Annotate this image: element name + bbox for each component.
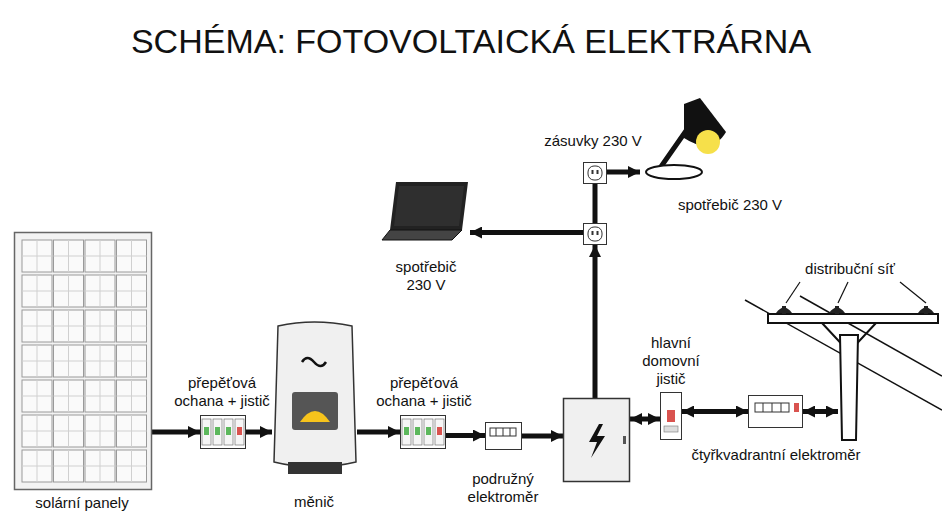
power-connector — [630, 417, 660, 422]
distribution-board — [563, 398, 630, 482]
power-connector — [607, 170, 640, 175]
component-label: podružný elektroměr — [457, 470, 549, 506]
component-label: čtyřkvadrantní elektroměr — [681, 446, 871, 464]
power-connector — [803, 409, 838, 414]
four-quadrant-meter-icon — [748, 395, 803, 428]
insulators — [776, 306, 934, 314]
surge-protection-breaker: přepěťová ochana + jistič — [400, 415, 446, 449]
solar-panel: solární panely — [14, 232, 152, 490]
component-label: hlavní domovní jistič — [633, 334, 709, 388]
sub-meter-icon — [485, 422, 522, 450]
four-quadrant-meter: čtyřkvadrantní elektroměr — [748, 395, 803, 428]
utility-pole: distribuční síť — [838, 335, 860, 440]
power-connector — [593, 184, 598, 223]
cross-arm — [768, 314, 938, 323]
socket-icon — [583, 162, 607, 184]
component-label: spotřebič 230 V — [645, 196, 815, 214]
power-connector — [152, 430, 200, 435]
socket-icon — [583, 223, 607, 245]
component-label: měnič — [274, 493, 354, 511]
surge-protection-breaker-icon — [400, 415, 446, 449]
utility-pole-icon — [838, 335, 860, 440]
power-connector — [357, 430, 400, 435]
main-breaker: hlavní domovní jistič — [660, 392, 682, 440]
main-breaker-icon — [660, 392, 682, 440]
surge-protection-breaker: přepěťová ochana + jistič — [200, 415, 246, 449]
surge-protection-breaker-icon — [200, 415, 246, 449]
lamp-appliance-icon — [640, 98, 730, 182]
component-label: distribuční síť — [785, 260, 915, 278]
power-connector — [593, 245, 598, 398]
lamp-appliance: spotřebič 230 V — [640, 98, 730, 182]
power-connector — [682, 409, 748, 414]
laptop-appliance-icon — [382, 180, 470, 242]
component-label: spotřebič 230 V — [384, 258, 468, 294]
inverter: měnič — [272, 322, 357, 475]
component-label: přepěťová ochana + jistič — [366, 374, 482, 410]
socket: zásuvky 230 V — [583, 162, 607, 184]
laptop-appliance: spotřebič 230 V — [382, 180, 470, 242]
power-connector — [246, 430, 272, 435]
sub-meter: podružný elektroměr — [485, 422, 522, 450]
power-connector — [470, 230, 583, 235]
power-connector — [446, 433, 485, 438]
component-label: solární panely — [17, 494, 147, 512]
diagram-title: SCHÉMA: FOTOVOLTAICKÁ ELEKTRÁRNA — [0, 22, 942, 61]
solar-panel-icon — [14, 232, 152, 490]
component-label: zásuvky 230 V — [528, 132, 658, 150]
inverter-icon — [272, 322, 357, 475]
leader-lines — [786, 282, 926, 303]
socket — [583, 223, 607, 245]
power-connector — [522, 434, 563, 439]
distribution-board-icon — [563, 398, 630, 482]
component-label: přepěťová ochana + jistič — [164, 374, 280, 410]
